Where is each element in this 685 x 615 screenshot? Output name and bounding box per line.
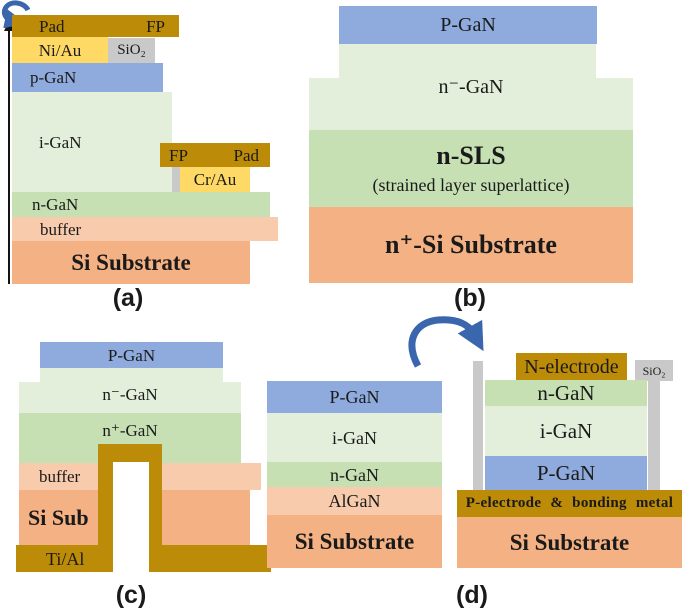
d-right-layer-i-gan: i-GaN [485, 406, 647, 456]
d-sio2-right-sidewall [648, 381, 660, 490]
a-layer-p-gan: p-GaN [12, 63, 163, 92]
flip-arrow-icon [408, 316, 484, 368]
c-layer-n-minus-gan-mesa [40, 368, 223, 382]
rotate-arrow-icon [1, 0, 30, 28]
a-top-fp-label: FP [146, 16, 165, 36]
c-via-hollow [113, 462, 149, 572]
b-layer-n-sls: n-SLS (strained layer superlattice) [309, 130, 633, 207]
b-n-minus-gan-label: n⁻-GaN [438, 76, 504, 98]
panel-b-caption: (b) [454, 284, 486, 312]
axis-arrow-line [8, 30, 10, 284]
a-layer-ni-au: Ni/Au [12, 37, 108, 63]
a-layer-si-substrate: Si Substrate [12, 241, 250, 284]
panel-d-caption: (d) [456, 581, 488, 609]
a-layer-buffer: buffer [12, 217, 278, 241]
a-layer-sio2: SiO₂ [108, 38, 155, 63]
b-layer-p-gan: P-GaN [339, 6, 597, 44]
b-n-sls-label: n-SLS [436, 141, 506, 170]
a-right-pad-label: Pad [233, 145, 260, 165]
c-layer-n-plus-gan: n⁺-GaN [19, 413, 241, 472]
a-layer-n-gan: n-GaN [12, 192, 270, 217]
a-layer-right-metal: FP Pad [160, 143, 270, 167]
d-sio2-left-sidewall [473, 361, 483, 490]
c-layer-p-gan: P-GaN [40, 342, 223, 368]
d-left-layer-p-gan: P-GaN [267, 381, 442, 413]
panel-a-caption: (a) [112, 284, 144, 312]
a-top-pad-label: Pad [39, 16, 65, 36]
d-right-layer-n-gan: n-GaN [485, 380, 647, 406]
d-layer-n-electrode: N-electrode [516, 353, 627, 380]
a-right-fp-label: FP [169, 145, 188, 165]
d-layer-sio2: SiO₂ [635, 360, 673, 381]
b-layer-n-minus-gan-base [309, 78, 633, 130]
d-right-layer-si-substrate: Si Substrate [457, 517, 682, 568]
d-left-layer-si-substrate: Si Substrate [267, 515, 442, 568]
a-layer-i-gan: i-GaN [12, 92, 172, 192]
a-layer-cr-au: Cr/Au [180, 167, 250, 192]
d-right-layer-p-gan: P-GaN [485, 456, 647, 490]
d-layer-p-electrode: P-electrode & bonding metal [457, 490, 682, 517]
c-n-minus-gan-label: n⁻-GaN [102, 384, 158, 404]
c-layer-n-minus-gan-base [19, 382, 241, 413]
panel-c-caption: (c) [115, 581, 147, 609]
d-left-layer-i-gan: i-GaN [267, 413, 442, 462]
b-n-sls-expansion-label: (strained layer superlattice) [372, 175, 570, 195]
b-layer-n-plus-si-substrate: n⁺-Si Substrate [309, 207, 633, 283]
d-left-layer-algan: AlGaN [267, 487, 442, 515]
a-layer-top-metal: Pad FP [12, 15, 179, 37]
d-left-layer-n-gan: n-GaN [267, 462, 442, 487]
b-layer-n-minus-gan-mesa [339, 44, 596, 78]
